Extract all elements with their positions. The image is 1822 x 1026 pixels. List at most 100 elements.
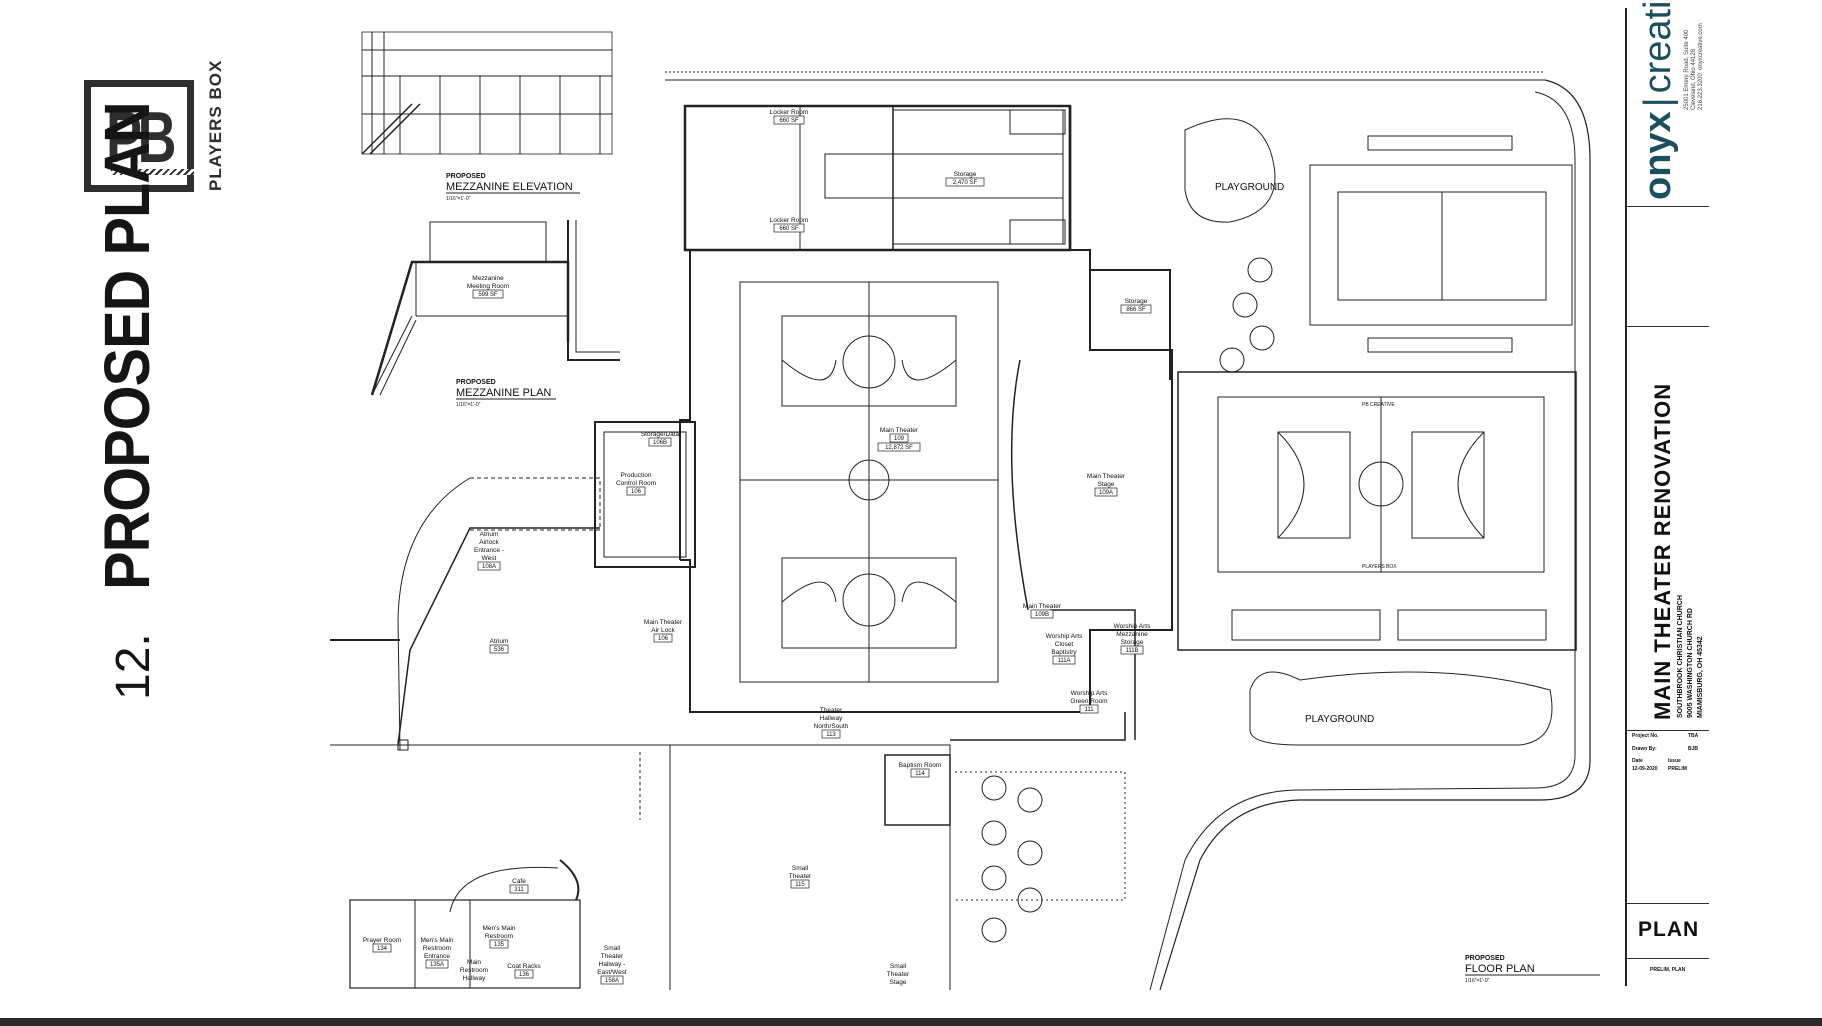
room-number: 599 SF xyxy=(478,292,498,298)
room-number-box xyxy=(790,879,810,889)
mezzanine-elevation xyxy=(361,31,613,155)
mezz-elev-title-small: PROPOSED xyxy=(446,173,486,180)
firm-name-b: creative xyxy=(1637,0,1679,94)
sheet-title: PLAN xyxy=(1638,918,1700,941)
room-number: 136 xyxy=(519,972,530,978)
logo-letters: PB xyxy=(105,98,177,178)
room-number: 12,872 SF xyxy=(885,445,913,451)
room-number-box xyxy=(1094,487,1118,497)
mezz-elev-title: MEZZANINE ELEVATION xyxy=(446,181,573,193)
tb-divider xyxy=(1627,730,1709,731)
room-number-box xyxy=(889,433,909,443)
room-number: 311 xyxy=(514,887,524,893)
room-number: 660 SF xyxy=(779,118,799,124)
room-label: Coat Racks xyxy=(507,963,541,970)
atrium-outline xyxy=(330,477,670,820)
room-number: 115 xyxy=(795,882,805,888)
room-number-box xyxy=(477,561,501,571)
locker-room-block xyxy=(683,104,1072,252)
tb-divider xyxy=(1627,903,1709,904)
issue-label: Issue xyxy=(1668,758,1681,764)
tb-divider xyxy=(1627,206,1709,207)
room-number: 134 xyxy=(377,946,388,952)
outdoor-labels: PLAYGROUND PLAYGROUND PB CREATIVE PLAYER… xyxy=(1215,182,1397,725)
room-number: 108A xyxy=(482,564,496,570)
room-label: Storage/Data xyxy=(641,431,680,438)
project-no: TBA xyxy=(1688,733,1699,739)
mezzanine-plan xyxy=(370,220,620,396)
court-text-bottom: PLAYERS BOX xyxy=(1362,564,1397,570)
players-box-logo: PB xyxy=(84,80,194,192)
room-number-box xyxy=(877,442,921,452)
mezz-plan-title: MEZZANINE PLAN xyxy=(456,387,551,399)
room-number-box xyxy=(648,437,672,447)
date-value: 12-09-2020 xyxy=(1632,766,1658,772)
room-number: 2,470 SF xyxy=(953,180,978,186)
room-number: 111A xyxy=(1057,658,1070,664)
room-number: 109A xyxy=(1099,490,1113,496)
room-number-box xyxy=(773,115,805,125)
room-number: 111B xyxy=(1125,648,1138,654)
room-label: Atrium xyxy=(490,638,509,645)
floor-plan-drawing: PROPOSED MEZZANINE ELEVATION 1/16"=1'-0"… xyxy=(330,31,1600,991)
room-label: Storage xyxy=(954,171,977,178)
playground-label-1: PLAYGROUND xyxy=(1215,182,1284,193)
room-number-box xyxy=(489,939,509,949)
room-label: Locker Room xyxy=(770,109,809,116)
playground-label-2: PLAYGROUND xyxy=(1305,714,1374,725)
room-number-box xyxy=(910,768,930,778)
mezz-plan-title-small: PROPOSED xyxy=(456,379,496,386)
sheet-subtitle: PRELIM. PLAN xyxy=(1650,967,1686,973)
project-no-label: Project No. xyxy=(1632,733,1659,739)
lower-wing xyxy=(349,609,1136,990)
room-number-box xyxy=(425,959,449,969)
room-number-box xyxy=(821,729,841,739)
room-number: 111 xyxy=(1084,707,1094,713)
room-number-box xyxy=(509,884,529,894)
room-number: 106 xyxy=(631,489,642,495)
room-label: Prayer Room xyxy=(363,937,401,944)
main-theater-courts xyxy=(739,281,999,683)
room-number-box xyxy=(372,943,392,953)
room-number-box xyxy=(773,223,805,233)
room-number: 660 SF xyxy=(779,226,799,232)
firm-logo: onyx|creative xyxy=(1637,0,1680,200)
room-number: 114 xyxy=(915,771,925,777)
room-number: 158A xyxy=(605,978,619,984)
title-block xyxy=(1625,8,1709,986)
room-label: Main Theater xyxy=(1023,603,1062,610)
logo-hatch xyxy=(111,169,194,175)
room-number: 109B xyxy=(1035,612,1049,618)
room-number-box xyxy=(626,486,646,496)
room-number-box xyxy=(1120,645,1144,655)
mezz-elev-scale: 1/16"=1'-0" xyxy=(446,196,471,202)
main-theater-outline xyxy=(594,249,1173,713)
room-number: 536 xyxy=(494,647,505,653)
floor-plan-title-small: PROPOSED xyxy=(1465,955,1505,962)
bottom-bar xyxy=(0,1018,1822,1026)
room-label: Storage xyxy=(1125,298,1148,305)
issue-value: PRELIM xyxy=(1668,766,1687,772)
room-number: 109 xyxy=(894,436,905,442)
project-address: SOUTHBROOK CHRISTIAN CHURCH 9005 WASHING… xyxy=(1677,595,1704,718)
mezz-plan-scale: 1/16"=1'-0" xyxy=(456,402,481,408)
room-number-box xyxy=(489,644,509,654)
room-number: 135A xyxy=(430,962,444,968)
drawing-titles: PROPOSED MEZZANINE ELEVATION 1/16"=1'-0"… xyxy=(446,173,1600,984)
room-number-box xyxy=(514,969,534,979)
room-label: Main Theater xyxy=(880,427,919,434)
room-label: Locker Room xyxy=(770,217,809,224)
date-label: Date xyxy=(1632,758,1643,764)
tb-divider xyxy=(1627,326,1709,327)
